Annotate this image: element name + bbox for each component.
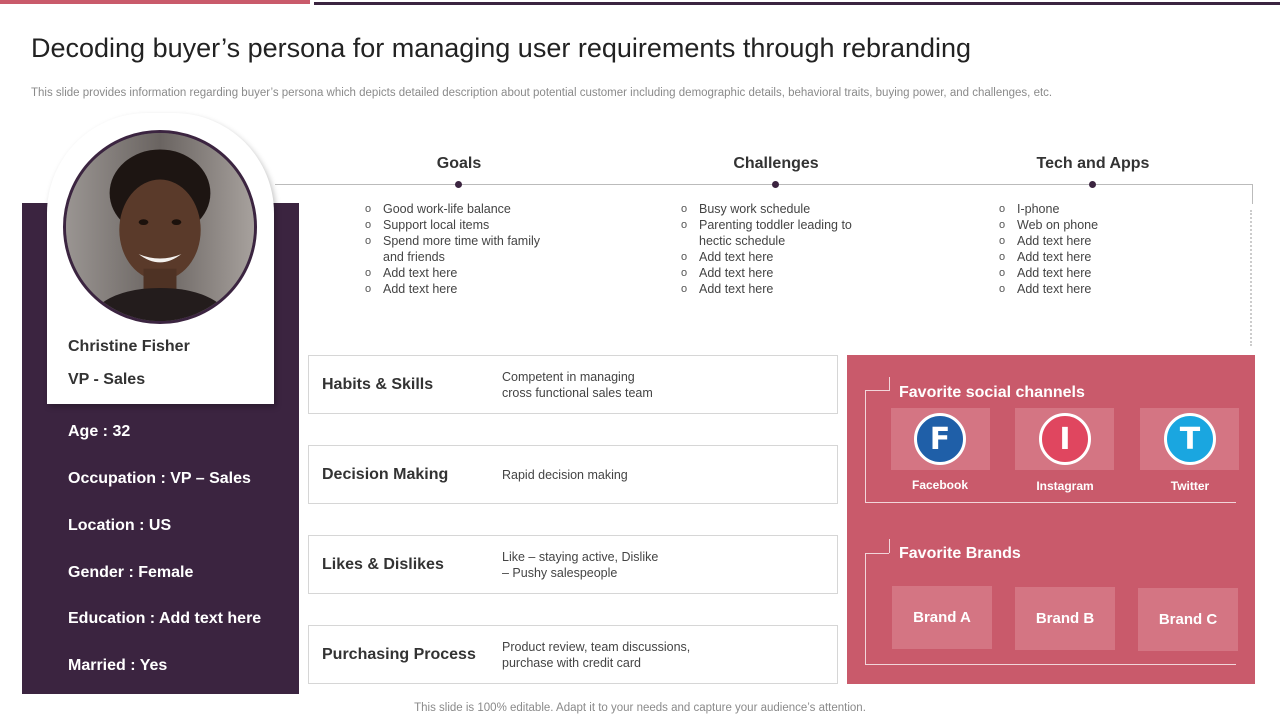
brand-b-tile[interactable]: Brand B	[1015, 587, 1115, 650]
top-accent-bar-pink	[0, 0, 310, 4]
list-item: Web on phone	[999, 217, 1098, 233]
decision-making-box: Decision Making Rapid decision making	[308, 445, 838, 504]
habits-skills-label: Habits & Skills	[322, 375, 434, 393]
list-item: I-phone	[999, 201, 1098, 217]
persona-occupation: Occupation : VP – Sales	[68, 470, 251, 487]
list-item: Good work-life balance	[365, 201, 540, 217]
goals-list: Good work-life balance Support local ite…	[365, 201, 540, 297]
persona-name: Christine Fisher	[68, 338, 190, 355]
facebook-icon[interactable]: F	[914, 413, 966, 465]
social-section-frame	[865, 390, 1236, 503]
brands-frame-tick	[865, 553, 889, 554]
persona-education: Education : Add text here	[68, 610, 262, 627]
page-footer: This slide is 100% editable. Adapt it to…	[414, 702, 866, 714]
timeline-line	[275, 184, 1253, 185]
person-avatar-image	[66, 133, 254, 321]
page-subtitle: This slide provides information regardin…	[31, 87, 1053, 99]
list-item: Add text here	[999, 281, 1098, 297]
persona-location: Location : US	[68, 517, 172, 534]
social-channels-title: Favorite social channels	[899, 384, 1085, 401]
list-item: Add text here	[681, 249, 852, 265]
likes-dislikes-text: Like – staying active, Dislike – Pushy s…	[502, 549, 659, 580]
timeline-end-line	[1252, 184, 1253, 204]
timeline-dot-challenges	[772, 181, 779, 188]
list-item: Parenting toddler leading to	[681, 217, 852, 233]
list-item-continuation: and friends	[383, 250, 445, 264]
brands-section-frame	[865, 553, 1236, 665]
goals-heading: Goals	[436, 155, 482, 172]
persona-age: Age : 32	[68, 423, 131, 440]
brand-c-tile[interactable]: Brand C	[1138, 588, 1238, 651]
tech-list: I-phone Web on phone Add text here Add t…	[999, 201, 1098, 297]
persona-married: Married : Yes	[68, 657, 168, 674]
purchasing-process-text: Product review, team discussions, purcha…	[502, 639, 691, 670]
facebook-label: Facebook	[911, 478, 968, 492]
timeline-dotted-line	[1250, 210, 1254, 346]
decision-making-label: Decision Making	[322, 465, 449, 483]
brands-frame-notch	[889, 539, 890, 553]
list-item: Add text here	[681, 265, 852, 281]
likes-dislikes-label: Likes & Dislikes	[322, 555, 444, 573]
timeline-dot-tech	[1089, 181, 1096, 188]
persona-role: VP - Sales	[68, 371, 146, 388]
twitter-icon[interactable]: T	[1164, 413, 1216, 465]
list-item: Busy work schedule	[681, 201, 852, 217]
profile-photo	[63, 130, 257, 324]
likes-dislikes-box: Likes & Dislikes Like – staying active, …	[308, 535, 838, 594]
list-item: Support local items	[365, 217, 540, 233]
page-title: Decoding buyer’s persona for managing us…	[31, 33, 972, 63]
tech-heading: Tech and Apps	[1036, 155, 1150, 172]
social-frame-notch	[889, 377, 890, 391]
brand-a-tile[interactable]: Brand A	[892, 586, 992, 649]
list-item: Spend more time with family	[365, 233, 540, 249]
purchasing-process-box: Purchasing Process Product review, team …	[308, 625, 838, 684]
challenges-list: Busy work schedule Parenting toddler lea…	[681, 201, 852, 297]
timeline-dot-goals	[455, 181, 462, 188]
twitter-label: Twitter	[1170, 479, 1210, 493]
list-item: Add text here	[999, 265, 1098, 281]
instagram-icon[interactable]: I	[1039, 413, 1091, 465]
list-item: Add text here	[999, 233, 1098, 249]
habits-skills-box: Habits & Skills Competent in managing cr…	[308, 355, 838, 414]
list-item: Add text here	[365, 265, 540, 281]
list-item-continuation: hectic schedule	[699, 234, 786, 248]
instagram-label: Instagram	[1036, 479, 1094, 493]
list-item: Add text here	[365, 281, 540, 297]
challenges-heading: Challenges	[733, 155, 819, 172]
persona-gender: Gender : Female	[68, 564, 194, 581]
habits-skills-text: Competent in managing cross functional s…	[502, 369, 653, 400]
social-frame-tick	[865, 390, 889, 391]
favorite-brands-title: Favorite Brands	[899, 545, 1021, 562]
list-item: Add text here	[681, 281, 852, 297]
top-accent-bar-dark	[314, 2, 1280, 5]
purchasing-process-label: Purchasing Process	[322, 645, 476, 663]
decision-making-text: Rapid decision making	[502, 467, 628, 482]
list-item: Add text here	[999, 249, 1098, 265]
